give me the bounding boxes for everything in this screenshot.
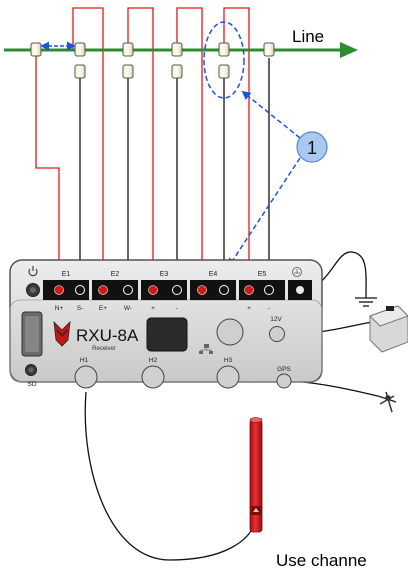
pot-1 [30, 42, 42, 57]
port-h3[interactable] [216, 365, 240, 389]
ground-terminal-icon [292, 267, 302, 277]
callout-badge [296, 131, 328, 163]
pot-5-bottom [218, 64, 230, 79]
power-icon[interactable] [26, 283, 40, 297]
channel-label-e4: E4 [209, 271, 218, 278]
h1-cable [84, 391, 256, 561]
channel-label-e3: E3 [160, 271, 169, 278]
terminal-e2 [92, 280, 138, 300]
device-model: RXU-8A [76, 326, 139, 345]
red-wires [35, 7, 250, 287]
sd-button[interactable] [25, 364, 37, 376]
electrode-rod [249, 417, 263, 533]
callout-arrow-top [241, 90, 301, 139]
pot-3-top [122, 42, 134, 57]
wire-loop-e1 [72, 7, 104, 287]
sd-label: SD [27, 381, 36, 388]
port-h1[interactable] [74, 365, 98, 389]
power-symbol-icon [28, 266, 38, 277]
polarity-e5-right: - [268, 305, 270, 312]
port-h2[interactable] [141, 365, 165, 389]
polarity-e3-left: + [151, 305, 155, 312]
polarity-e3-right: - [176, 305, 178, 312]
pot-4-top [171, 42, 183, 57]
line-label: Line [292, 27, 324, 46]
callout-number: 1 [307, 138, 317, 158]
gps-connection [291, 380, 397, 413]
callout-arrow-bottom [228, 157, 301, 268]
terminal-e4 [190, 280, 236, 300]
logo-icon [53, 320, 71, 347]
pot-6 [263, 42, 275, 57]
dial-knob[interactable] [216, 318, 244, 346]
port-gps[interactable] [276, 373, 292, 389]
port-gps-label: GPS [277, 366, 291, 373]
terminal-ground [288, 280, 312, 300]
battery-connection [285, 305, 408, 353]
ground-icon [355, 297, 377, 307]
terminal-e5 [239, 280, 285, 300]
wire-e1-plus [35, 56, 60, 287]
port-h3-label: H3 [224, 357, 233, 364]
channel-label-e5: E5 [258, 271, 267, 278]
polarity-e1-right: S- [77, 305, 84, 312]
display-screen [146, 317, 188, 352]
terminal-e3 [141, 280, 187, 300]
port-12v[interactable] [269, 326, 285, 342]
port-12v-label: 12V [270, 316, 282, 323]
channel-label-e2: E2 [111, 271, 120, 278]
polarity-e2-right: W- [124, 305, 132, 312]
pot-5-top [218, 42, 230, 57]
gps-antenna-icon [377, 391, 397, 413]
receiver-device: E1 E2 E3 E4 E5 N+ S- E+ W- + - + - SD [9, 259, 323, 389]
network-icon [199, 344, 213, 354]
polarity-e1-left: N+ [55, 305, 64, 312]
polarity-e5-left: + [247, 305, 251, 312]
port-h2-label: H2 [149, 357, 158, 364]
channel-label-e1: E1 [62, 271, 71, 278]
wire-loop-e3 [176, 7, 203, 287]
pot-2-bottom [74, 64, 86, 79]
battery-icon [369, 305, 408, 353]
electrode-pots [30, 42, 275, 79]
polarity-e2-left: E+ [99, 305, 107, 312]
callout-ellipse-top [203, 21, 245, 99]
caption-text: Use channe [276, 551, 367, 570]
pot-2-top [74, 42, 86, 57]
wire-loop-e4 [223, 7, 250, 287]
wire-loop-e2 [127, 7, 154, 287]
black-wires [79, 58, 270, 287]
port-h1-label: H1 [80, 357, 89, 364]
terminal-blocks [43, 280, 312, 300]
terminal-e1 [43, 280, 89, 300]
pot-3-bottom [122, 64, 134, 79]
pot-4-bottom [171, 64, 183, 79]
device-subtitle: Receiver [92, 346, 116, 352]
